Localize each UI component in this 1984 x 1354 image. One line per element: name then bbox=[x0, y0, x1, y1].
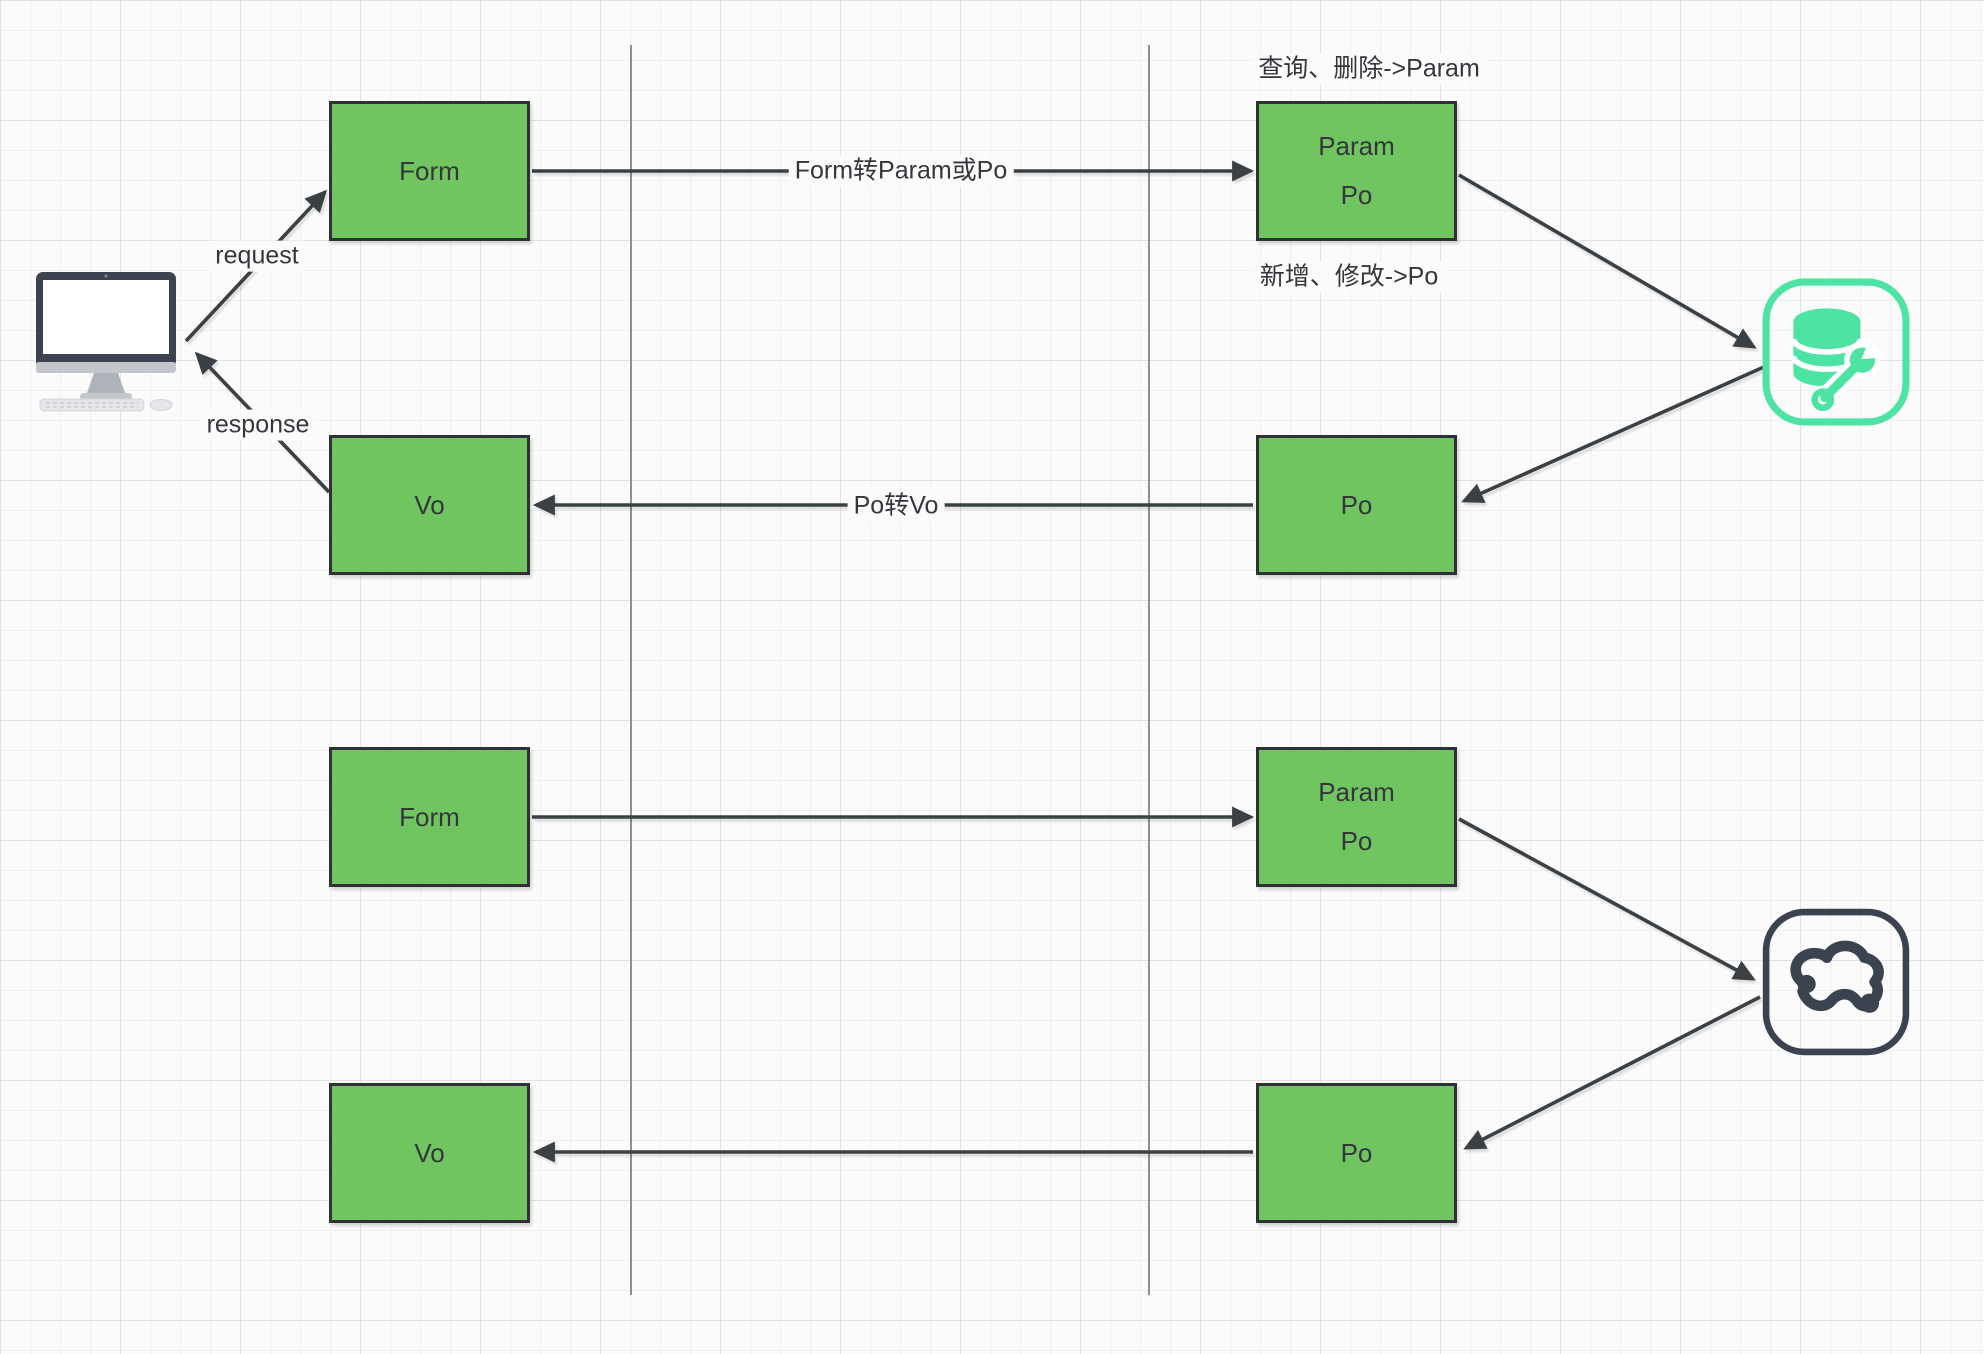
edge-label-po-to-vo: Po转Vo bbox=[847, 490, 945, 522]
edge-db-to-po-arrow bbox=[1461, 364, 1767, 503]
database-wrench-icon bbox=[1762, 278, 1910, 426]
node-param-po-bottom: Param Po bbox=[1256, 747, 1457, 887]
edge-label-request: request bbox=[209, 240, 305, 272]
node-label-po: Po bbox=[1340, 180, 1373, 211]
node-label-po: Po bbox=[1340, 826, 1373, 857]
node-label-param: Param bbox=[1318, 776, 1395, 807]
node-vo-bottom: Vo bbox=[329, 1083, 530, 1223]
node-label: Vo bbox=[414, 489, 445, 520]
node-label: Form bbox=[399, 155, 460, 186]
note-query-delete-param: 查询、删除->Param bbox=[1252, 53, 1486, 85]
node-param-po-top: Param Po bbox=[1256, 101, 1457, 241]
cloud-icon bbox=[1762, 908, 1910, 1056]
edge-label-response: response bbox=[200, 409, 316, 441]
node-form-top: Form bbox=[329, 101, 530, 241]
node-po-bottom: Po bbox=[1256, 1083, 1457, 1223]
node-po-top: Po bbox=[1256, 435, 1457, 575]
node-label: Form bbox=[399, 801, 460, 832]
node-label: Po bbox=[1340, 489, 1373, 520]
edge-cloud-to-po2-arrow bbox=[1463, 995, 1761, 1150]
computer-icon bbox=[36, 272, 176, 412]
edge-label-form-to-param: Form转Param或Po bbox=[788, 155, 1014, 187]
edge-param2-to-cloud-arrow bbox=[1458, 817, 1756, 981]
node-label: Vo bbox=[414, 1137, 445, 1168]
node-form-bottom: Form bbox=[329, 747, 530, 887]
node-vo-top: Vo bbox=[329, 435, 530, 575]
edge-param-to-db-arrow bbox=[1458, 173, 1757, 349]
node-label-param: Param bbox=[1318, 130, 1395, 161]
node-label: Po bbox=[1340, 1137, 1373, 1168]
note-create-update-po: 新增、修改->Po bbox=[1253, 261, 1445, 293]
